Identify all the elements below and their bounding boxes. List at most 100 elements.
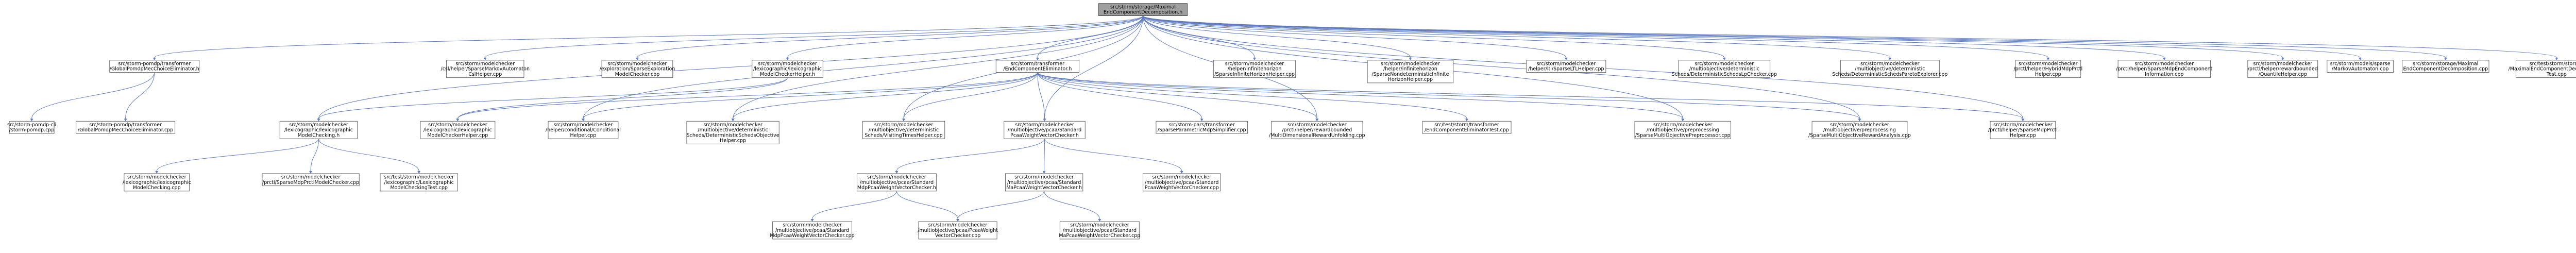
file-node[interactable]: src/storm/modelchecker/multiobjective/de… [862,121,945,139]
file-node[interactable]: src/storm/modelchecker/multiobjective/pc… [770,221,855,240]
file-node[interactable]: src/storm/modelchecker/multiobjective/pc… [1143,173,1221,192]
file-node[interactable]: src/storm/modelchecker/multiobjective/de… [1672,60,1777,78]
dependency-edge [1143,15,1860,119]
node-box [772,221,853,240]
edge-arrowhead [895,171,899,174]
file-node[interactable]: src/storm/modelchecker/prctl/SparseMdpPr… [262,173,360,187]
edge-arrowhead [1681,119,1685,122]
file-node[interactable]: src/storm/modelchecker/multiobjective/pc… [856,173,937,192]
node-box [2247,60,2318,78]
node-label-line: /multiobjective/deterministic [869,127,939,133]
node-label-line: /prctl/helper/rewardbounded [1282,127,1352,133]
node-label-line: /helper/infinitehorizon [1383,66,1437,72]
file-node[interactable]: src/storm-pars/transformer/SparseParamet… [1156,121,1248,134]
file-node[interactable]: src/storm/modelchecker/multiobjective/pc… [918,221,998,240]
edge-arrowhead [309,171,313,174]
file-node[interactable]: src/storm/modelchecker/helper/conditiona… [546,121,621,139]
file-node[interactable]: src/storm/modelchecker/multiobjective/pr… [1634,121,1732,139]
file-node[interactable]: src/storm/modelchecker/multiobjective/pc… [1059,221,1140,240]
edge-arrowhead [30,119,33,122]
file-node[interactable]: src/storm-pomdp-cli/storm-pomdp.cpp [7,121,56,134]
file-node[interactable]: src/storm/modelchecker/multiobjective/pr… [1808,121,1911,139]
node-box [1156,121,1248,134]
node-box [1213,60,1296,78]
edge-arrowhead [956,219,960,222]
file-node[interactable]: src/storm/modelchecker/prctl/helper/Hybr… [2013,60,2082,78]
file-node[interactable]: src/storm/modelchecker/lexicographic/lex… [420,121,496,139]
file-node[interactable]: src/storm/modelchecker/multiobjective/pc… [1004,121,1086,139]
node-label-line: ModelChecking.cpp [133,185,181,191]
node-box [1098,3,1188,16]
dependency-edge [1143,15,1411,58]
node-label-line: src/storm/modelchecker [455,61,515,66]
dependency-edge [318,15,1144,119]
node-label-line: /multiobjective/deterministic [698,127,768,133]
node-label-line: src/test/storm/storage [2530,61,2576,66]
dependency-edge [310,139,319,171]
node-label-line: src/storm-pomdp/transformer [89,122,162,128]
edge-arrowhead [155,171,159,174]
node-label-line: src/storm/modelchecker [758,61,817,66]
file-node[interactable]: src/test/storm/transformer/EndComponentE… [1422,121,1512,134]
file-node[interactable]: src/storm/modelchecker/lexicographic/lex… [752,60,823,78]
node-label-line: src/storm/modelchecker [1537,61,1596,66]
file-node[interactable]: src/storm/modelchecker/helper/ltl/Sparse… [1526,60,1606,73]
file-node[interactable]: src/storm/modelchecker/multiobjective/de… [1832,60,1947,78]
edge-arrowhead [2281,57,2284,60]
node-label-line: src/storm/modelchecker [608,61,667,66]
edge-arrowhead [1315,119,1319,122]
file-node[interactable]: src/test/storm/storage/MaximalEndCompone… [2509,60,2576,78]
dependency-edge [154,15,1144,58]
file-node[interactable]: src/storm-pomdp/transformer/GlobalPomdpM… [76,121,176,134]
node-label-line: src/storm/modelchecker [2019,61,2078,66]
edge-arrowhead [810,219,814,222]
node-label-line: ModelCheckerHelper.cpp [427,132,488,138]
node-box [1004,121,1086,139]
graph-edges [30,15,2558,222]
node-label-line: src/storm/modelchecker [1860,61,1920,66]
node-label-line: /multiobjective/preprocessing [1647,127,1719,133]
node-label-line: src/storm/modelchecker [703,122,762,128]
file-node[interactable]: src/storm/transformer/EndComponentElimin… [995,60,1080,73]
file-node[interactable]: src/storm/modelchecker/lexicographic/lex… [279,121,358,139]
node-box [1840,60,1940,78]
dependency-edge [1143,15,2361,58]
node-box [420,121,496,139]
edge-arrowhead [2046,57,2050,60]
file-node[interactable]: src/storm/modelchecker/prctl/helper/Spar… [1988,121,2058,139]
file-node[interactable]: src/storm/modelchecker/lexicographic/lex… [123,173,191,192]
file-node[interactable]: src/storm/modelchecker/multiobjective/pc… [1005,173,1083,192]
node-box [601,60,673,78]
file-node[interactable]: src/storm/modelchecker/csl/helper/Sparse… [441,60,530,78]
node-label-line: /SparseNondeterministicInfinite [1371,72,1449,77]
file-node[interactable]: src/storm/modelchecker/prctl/helper/rewa… [2247,60,2318,78]
file-node[interactable]: src/storm/modelchecker/prctl/helper/rewa… [1269,121,1365,139]
dependency-edge [1143,15,2165,58]
node-box [2327,60,2394,73]
file-node[interactable]: src/storm/modelchecker/exploration/Spars… [600,60,675,78]
node-label-line: MdpPcaaWeightVectorChecker.h [857,185,936,191]
node-box [1367,60,1454,83]
node-box [2015,60,2081,78]
file-node[interactable]: src/storm/modelchecker/helper/infiniteho… [1213,60,1296,78]
root-file-node[interactable]: src/storm/storage/MaximalEndComponentDec… [1098,3,1188,16]
node-label-line: src/storm/transformer [1011,61,1064,66]
node-label-line: /helper/ltl/SparseLTLHelper.cpp [1528,66,1604,72]
file-node[interactable]: src/storm/modelchecker/helper/infiniteho… [1367,60,1454,83]
dependency-edge [1037,72,1202,119]
node-label-line: /exploration/SparseExploration [600,66,675,72]
edge-arrowhead [2162,57,2166,60]
node-box [856,173,937,192]
file-node[interactable]: src/test/storm/modelchecker/lexicographi… [380,173,458,192]
dependency-edge [637,15,1144,58]
file-node[interactable]: src/storm/models/sparse/MarkovAutomaton.… [2327,60,2394,73]
node-label-line: src/storm/modelchecker [127,175,187,180]
file-node[interactable]: src/storm/modelchecker/prctl/helper/Spar… [2116,60,2213,78]
file-node[interactable]: src/storm/modelchecker/multiobjective/de… [686,121,779,144]
node-label-line: Scheds/DeterministicSchedsObjective [687,132,779,138]
node-box [1271,121,1363,139]
file-node[interactable]: src/storm/storage/MaximalEndComponentDec… [2402,60,2489,73]
edge-arrowhead [731,119,735,122]
file-node[interactable]: src/storm-pomdp/transformer/GlobalPomdpM… [109,60,200,73]
dependency-edge [733,72,1038,119]
